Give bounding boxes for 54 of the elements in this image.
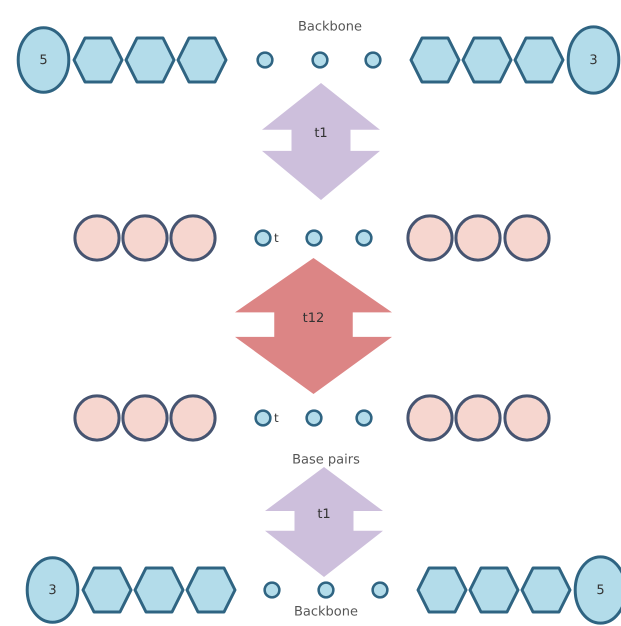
base-circle (454, 394, 502, 442)
backbone-hexagon (461, 36, 513, 84)
section-label: Backbone (294, 606, 358, 618)
base-circle (121, 394, 169, 442)
small-circle (306, 230, 322, 246)
transition-label: t1 (317, 508, 331, 520)
base-circle (406, 394, 454, 442)
backbone-hexagon (124, 36, 176, 84)
base-circle (503, 394, 551, 442)
small-circle (255, 230, 271, 246)
backbone-hexagon (72, 36, 124, 84)
base-circle (169, 394, 217, 442)
strand-end-oval (566, 24, 621, 96)
base-circle (73, 394, 121, 442)
small-circle (264, 582, 280, 598)
section-label: Base pairs (292, 454, 360, 466)
backbone-hexagon (133, 566, 185, 614)
base-circle (406, 214, 454, 262)
base-circle (121, 214, 169, 262)
end-number: 3 (589, 54, 598, 66)
double-block-arrow (262, 83, 380, 200)
backbone-hexagon (185, 566, 237, 614)
backbone-hexagon (81, 566, 133, 614)
section-label: Backbone (298, 20, 362, 34)
backbone-hexagon (409, 36, 461, 84)
backbone-hexagon (520, 566, 572, 614)
backbone-hexagon (468, 566, 520, 614)
base-label: t (274, 412, 279, 424)
transition-label: t12 (302, 312, 324, 324)
small-circle (257, 52, 273, 68)
small-circle (365, 52, 381, 68)
base-circle (169, 214, 217, 262)
base-circle (503, 214, 551, 262)
small-circle (356, 230, 372, 246)
backbone-hexagon (176, 36, 228, 84)
base-circle (454, 214, 502, 262)
end-number: 3 (48, 584, 57, 596)
small-circle (312, 52, 328, 68)
strand-end-oval (16, 25, 71, 95)
small-circle (356, 410, 372, 426)
small-circle (255, 410, 271, 426)
end-number: 5 (596, 584, 605, 596)
double-block-arrow (265, 467, 383, 577)
end-number: 5 (39, 54, 48, 66)
transition-label: t1 (314, 127, 328, 140)
backbone-hexagon (513, 36, 565, 84)
small-circle (372, 582, 388, 598)
backbone-hexagon (416, 566, 468, 614)
double-block-arrow (235, 258, 392, 394)
small-circle (306, 410, 322, 426)
base-circle (73, 214, 121, 262)
strand-end-oval (25, 555, 80, 625)
small-circle (318, 582, 334, 598)
base-label: t (274, 232, 279, 244)
